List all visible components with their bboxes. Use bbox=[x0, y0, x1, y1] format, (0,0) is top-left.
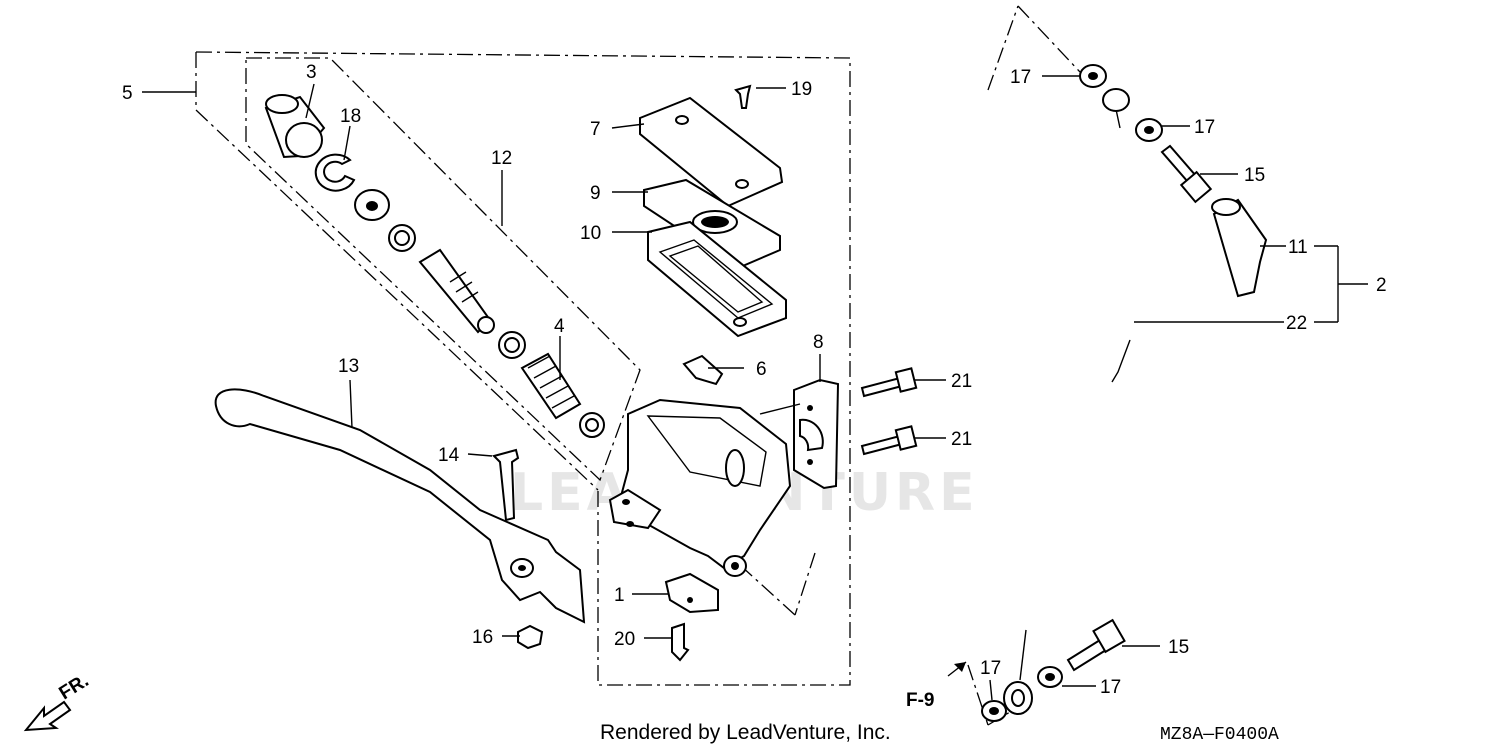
callout-19: 19 bbox=[791, 79, 812, 100]
part-diaphragm-plate bbox=[643, 178, 781, 270]
callout-10: 10 bbox=[580, 223, 601, 244]
callout-22: 22 bbox=[1286, 313, 1307, 334]
callout-20: 20 bbox=[614, 629, 635, 650]
callout-17-bottom-left: 17 bbox=[980, 658, 1001, 679]
part-brake-switch bbox=[664, 572, 719, 614]
part-switch-screw bbox=[671, 622, 690, 662]
part-circlip bbox=[314, 153, 356, 192]
leader-lines bbox=[142, 75, 1368, 701]
part-diaphragm bbox=[647, 220, 787, 338]
part-spring bbox=[520, 352, 605, 438]
part-cap-screw bbox=[734, 84, 752, 109]
callout-21-lower: 21 bbox=[951, 429, 972, 450]
part-hose-cover bbox=[1211, 198, 1268, 298]
callout-16: 16 bbox=[472, 627, 493, 648]
part-pivot-nut bbox=[517, 624, 544, 650]
callout-2: 2 bbox=[1376, 275, 1387, 296]
callout-3: 3 bbox=[306, 62, 317, 83]
callout-9: 9 bbox=[590, 183, 601, 204]
front-direction-arrow: FR. bbox=[23, 670, 93, 732]
callout-15-upper: 15 bbox=[1244, 165, 1265, 186]
callout-14: 14 bbox=[438, 445, 460, 466]
front-label: FR. bbox=[56, 670, 93, 704]
reference-f9: F-9 bbox=[906, 690, 935, 711]
callout-5: 5 bbox=[122, 83, 133, 104]
part-boot bbox=[264, 94, 326, 159]
callout-1: 1 bbox=[614, 585, 625, 606]
callout-8: 8 bbox=[813, 332, 824, 353]
group-frames bbox=[195, 5, 1081, 726]
footer-credit: Rendered by LeadVenture, Inc. bbox=[600, 721, 891, 744]
callout-4: 4 bbox=[554, 316, 565, 337]
callout-17-top-right: 17 bbox=[1194, 117, 1215, 138]
part-master-cylinder bbox=[608, 398, 792, 577]
callout-7: 7 bbox=[590, 119, 601, 140]
callout-13: 13 bbox=[338, 356, 359, 377]
part-handlebar-holder bbox=[793, 378, 840, 490]
callout-labels: 5 3 18 12 4 7 9 10 6 19 8 21 21 13 14 16… bbox=[122, 62, 1387, 698]
part-sealing-washers bbox=[981, 64, 1163, 722]
callout-18: 18 bbox=[340, 106, 361, 127]
callout-15-lower: 15 bbox=[1168, 637, 1189, 658]
part-brake-lever bbox=[214, 388, 586, 624]
callout-17-bottom-right: 17 bbox=[1100, 677, 1121, 698]
part-piston-kit bbox=[354, 189, 526, 359]
part-holder-bolts bbox=[860, 367, 918, 456]
part-reservoir-cap bbox=[639, 96, 784, 208]
page-reference: F-9 bbox=[906, 661, 967, 711]
diagram-code: MZ8A—F0400A bbox=[1160, 725, 1279, 745]
callout-17-top-left: 17 bbox=[1010, 67, 1031, 88]
part-oil-bolts bbox=[1066, 144, 1213, 672]
callout-12: 12 bbox=[491, 148, 512, 169]
callout-11: 11 bbox=[1288, 237, 1308, 258]
part-pivot-bolt bbox=[492, 448, 520, 522]
part-holder-clip bbox=[682, 354, 724, 386]
callout-6: 6 bbox=[756, 359, 767, 380]
callout-21-upper: 21 bbox=[951, 371, 972, 392]
